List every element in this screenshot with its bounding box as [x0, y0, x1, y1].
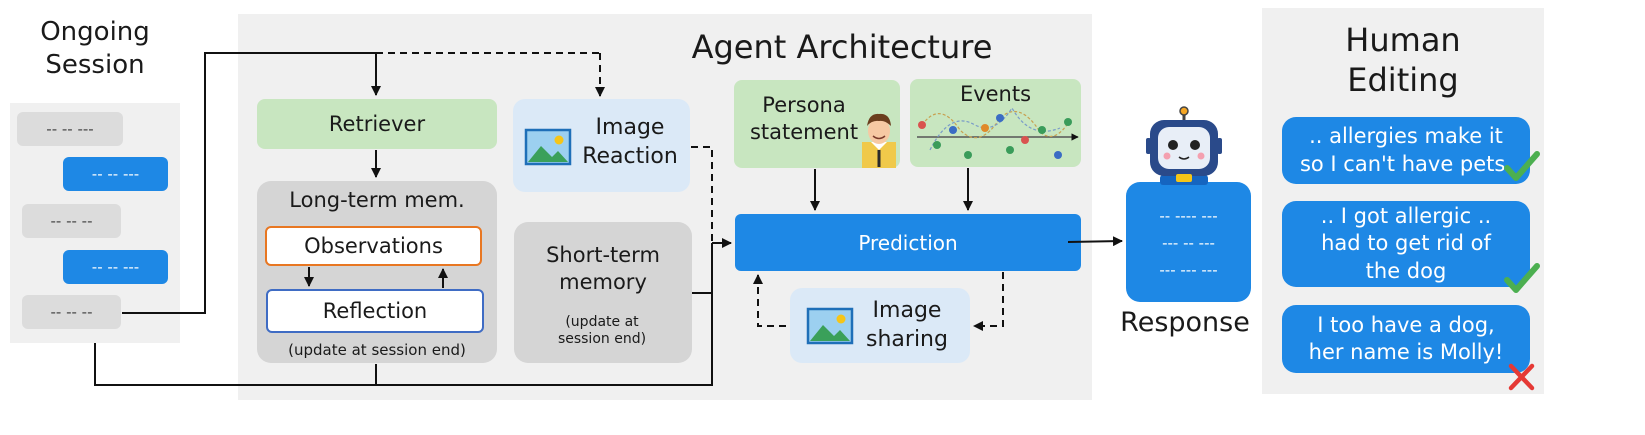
reflection-box: Reflection	[266, 289, 484, 333]
chat-message: -- -- ---	[63, 250, 168, 284]
connector-lines	[94, 52, 1123, 386]
long-term-memory-note: (update at session end)	[288, 341, 466, 359]
edit-bubble: I too have a dog, her name is Molly!	[1282, 305, 1530, 373]
response-line: --- --- ---	[1159, 261, 1218, 279]
image-icon	[524, 128, 572, 166]
image-reaction-label: Image Reaction	[582, 115, 678, 169]
response-line: -- ---- ---	[1159, 207, 1218, 225]
human-editing-title: Human Editing	[1345, 21, 1461, 99]
short-term-memory-title: Short-term memory	[546, 243, 660, 295]
agent-architecture-title: Agent Architecture	[691, 28, 993, 66]
long-term-memory-title: Long-term mem.	[289, 188, 465, 212]
persona-label: Persona statement	[749, 93, 859, 145]
events-box	[910, 79, 1081, 167]
chat-message: -- -- ---	[63, 157, 168, 191]
response-line: --- -- ---	[1162, 234, 1215, 252]
events-label: Events	[959, 82, 1032, 106]
robot-icon	[1146, 106, 1222, 185]
short-term-memory-note: (update at session end)	[557, 314, 647, 347]
short-term-memory-box	[514, 222, 692, 363]
edit-bubble: .. I got allergic .. had to get rid of t…	[1282, 201, 1530, 287]
image-sharing-label: Image sharing	[866, 298, 948, 352]
ongoing-session-title: Ongoing Session	[40, 17, 150, 80]
cross-icon	[1508, 363, 1535, 391]
observations-box: Observations	[265, 226, 482, 266]
person-avatar-icon	[862, 113, 896, 168]
edit-bubble: .. allergies make it so I can't have pet…	[1282, 117, 1530, 184]
image-icon	[806, 307, 854, 345]
response-label: Response	[1120, 307, 1250, 338]
retriever-box: Retriever	[257, 99, 497, 149]
prediction-box: Prediction	[735, 214, 1081, 271]
chat-message: -- -- --	[22, 204, 121, 238]
check-icon	[1504, 151, 1540, 181]
events-timeline-icon	[917, 106, 1079, 159]
chat-message: -- -- --	[22, 295, 121, 329]
response-box	[1126, 182, 1251, 302]
chat-message: -- -- ---	[17, 112, 123, 146]
check-icon	[1504, 263, 1540, 293]
